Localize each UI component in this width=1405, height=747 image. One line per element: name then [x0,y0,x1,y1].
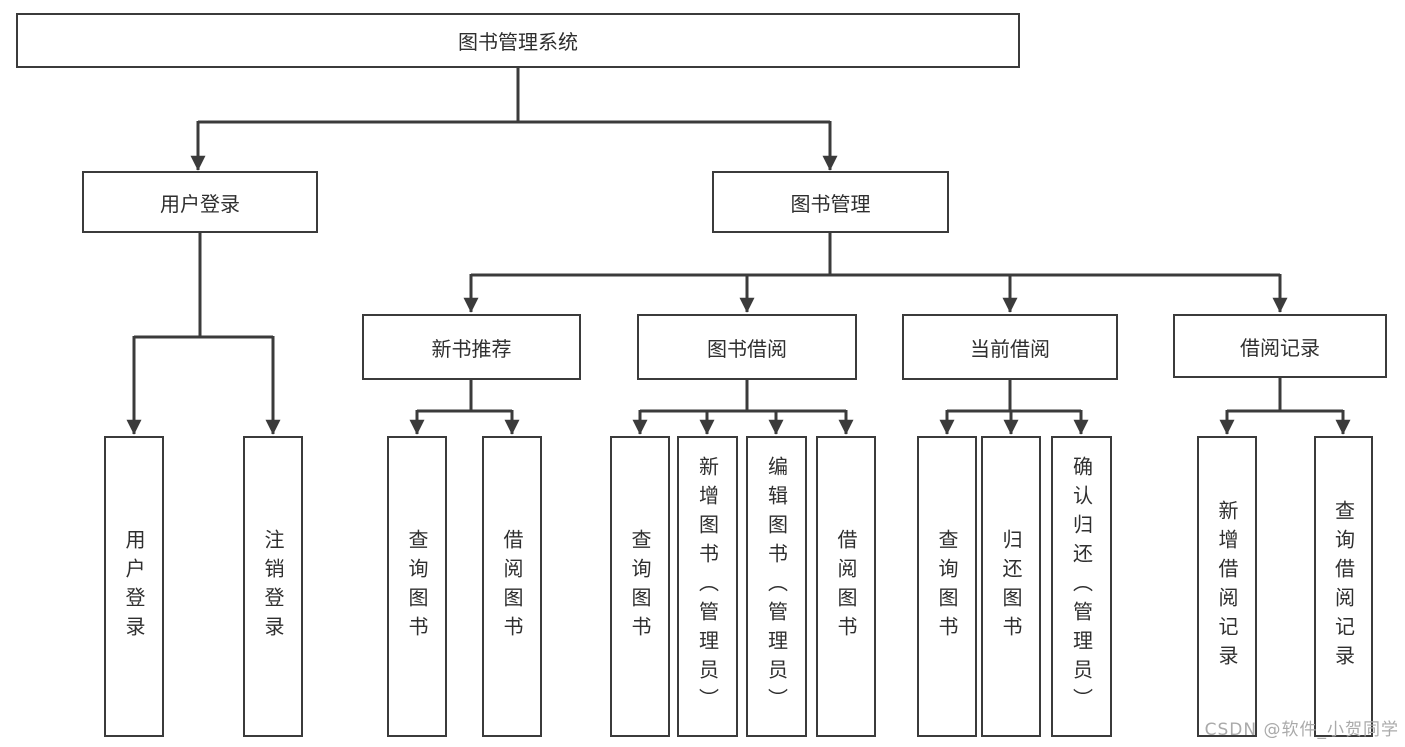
node-user-login: 用户登录 [82,171,318,233]
leaf-borrowing-add-books-admin: 新增图书（管理员） [677,436,738,737]
leaf-current-confirm-return-admin: 确认归还（管理员） [1051,436,1112,737]
node-borrow-records: 借阅记录 [1173,314,1387,378]
leaf-borrowing-query-books: 查询图书 [610,436,670,737]
leaf-newbook-query-books: 查询图书 [387,436,447,737]
leaf-records-query-record: 查询借阅记录 [1314,436,1373,737]
leaf-records-add-record: 新增借阅记录 [1197,436,1257,737]
edge-borrow-records-to-leaves [1219,378,1351,435]
node-book-management: 图书管理 [712,171,949,233]
node-new-book-recommend: 新书推荐 [362,314,581,380]
node-current-borrowing: 当前借阅 [902,314,1118,380]
edge-new-book-to-leaves [409,380,520,435]
leaf-current-return-books: 归还图书 [981,436,1041,737]
csdn-watermark: CSDN @软件_小贺同学 [1204,720,1399,740]
leaf-borrowing-edit-books-admin: 编辑图书（管理员） [746,436,807,737]
node-book-borrowing: 图书借阅 [637,314,857,380]
edge-book-borrow-to-leaves [632,380,854,435]
leaf-borrowing-borrow-books: 借阅图书 [816,436,876,737]
node-root-system: 图书管理系统 [16,13,1020,68]
edge-book-mgmt-to-level3 [463,233,1288,313]
leaf-user-login: 用户登录 [104,436,164,737]
edge-user-login-to-leaves [126,233,281,435]
edge-current-borrow-to-leaves [939,380,1089,435]
leaf-logout: 注销登录 [243,436,303,737]
leaf-newbook-borrow-books: 借阅图书 [482,436,542,737]
edge-root-to-level2 [190,68,838,171]
leaf-current-query-books: 查询图书 [917,436,977,737]
